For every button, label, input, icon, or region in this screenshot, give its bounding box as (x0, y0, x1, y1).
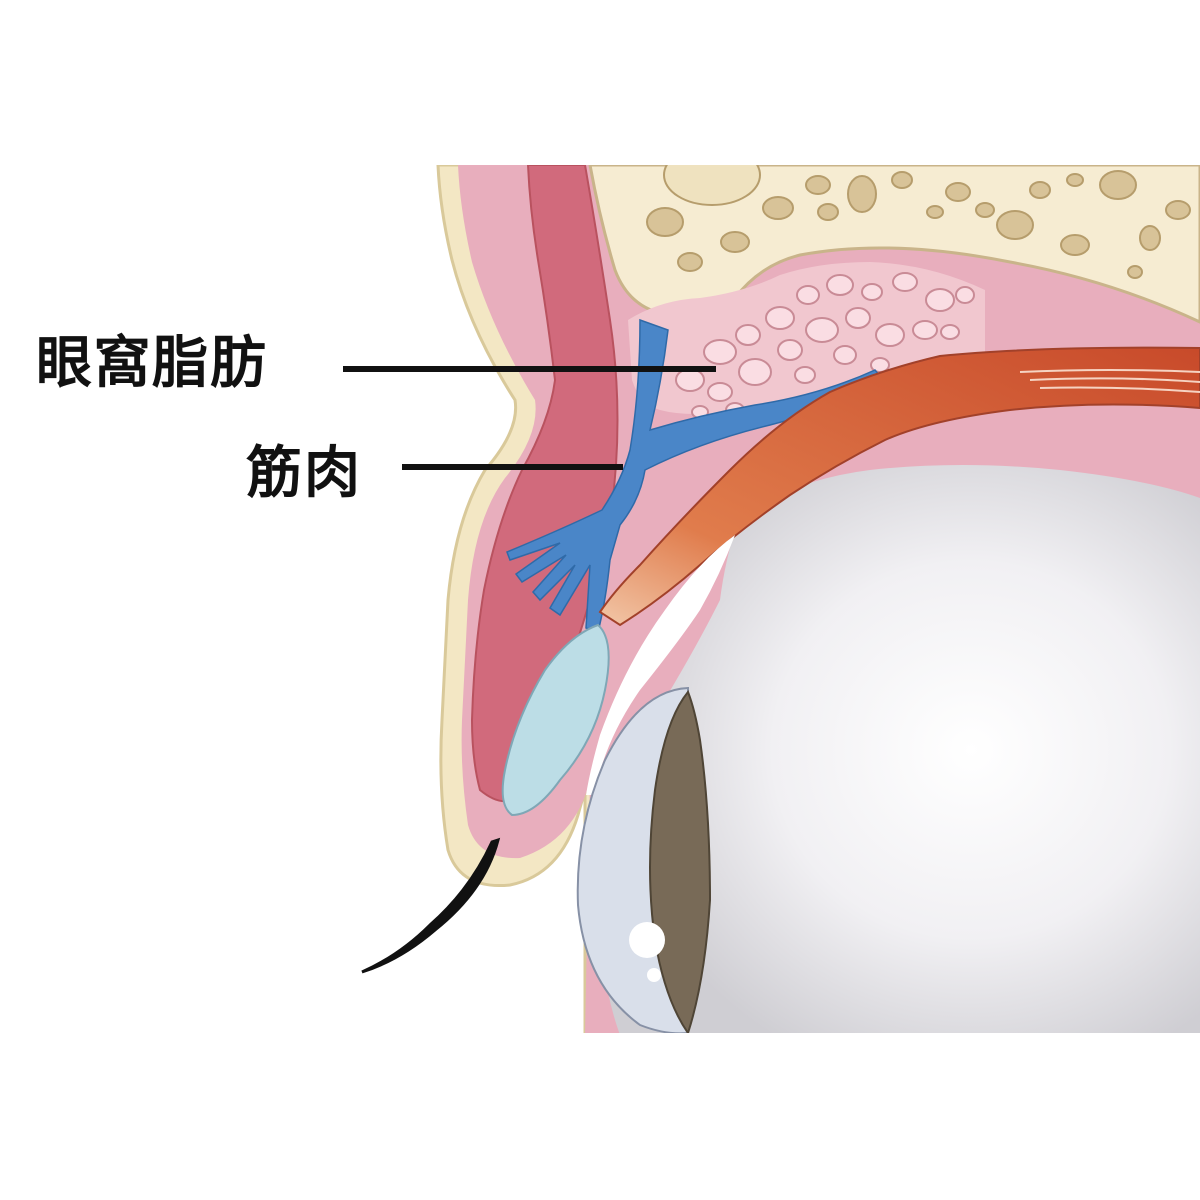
orbital-fat-region (628, 262, 985, 414)
muscle-fibers (1019, 369, 1200, 393)
orbital-fat-lobules (675, 272, 975, 419)
orbital-bone (588, 165, 1200, 324)
conjunctival-fold (586, 535, 735, 795)
label-orbital-fat: 眼窩脂肪 (36, 331, 268, 396)
orbital-septum (506, 318, 887, 633)
cornea-highlight-large (629, 922, 665, 958)
cornea-highlight-small (647, 968, 661, 982)
bone-pores (646, 165, 1191, 279)
levator-muscle (598, 346, 1200, 627)
orbicularis-muscle-band (470, 165, 619, 803)
label-muscle: 筋肉 (246, 441, 362, 506)
tarsal-plate (501, 623, 610, 817)
eyeball (598, 465, 1200, 1033)
eyelash (361, 837, 501, 974)
iris (649, 690, 712, 1033)
